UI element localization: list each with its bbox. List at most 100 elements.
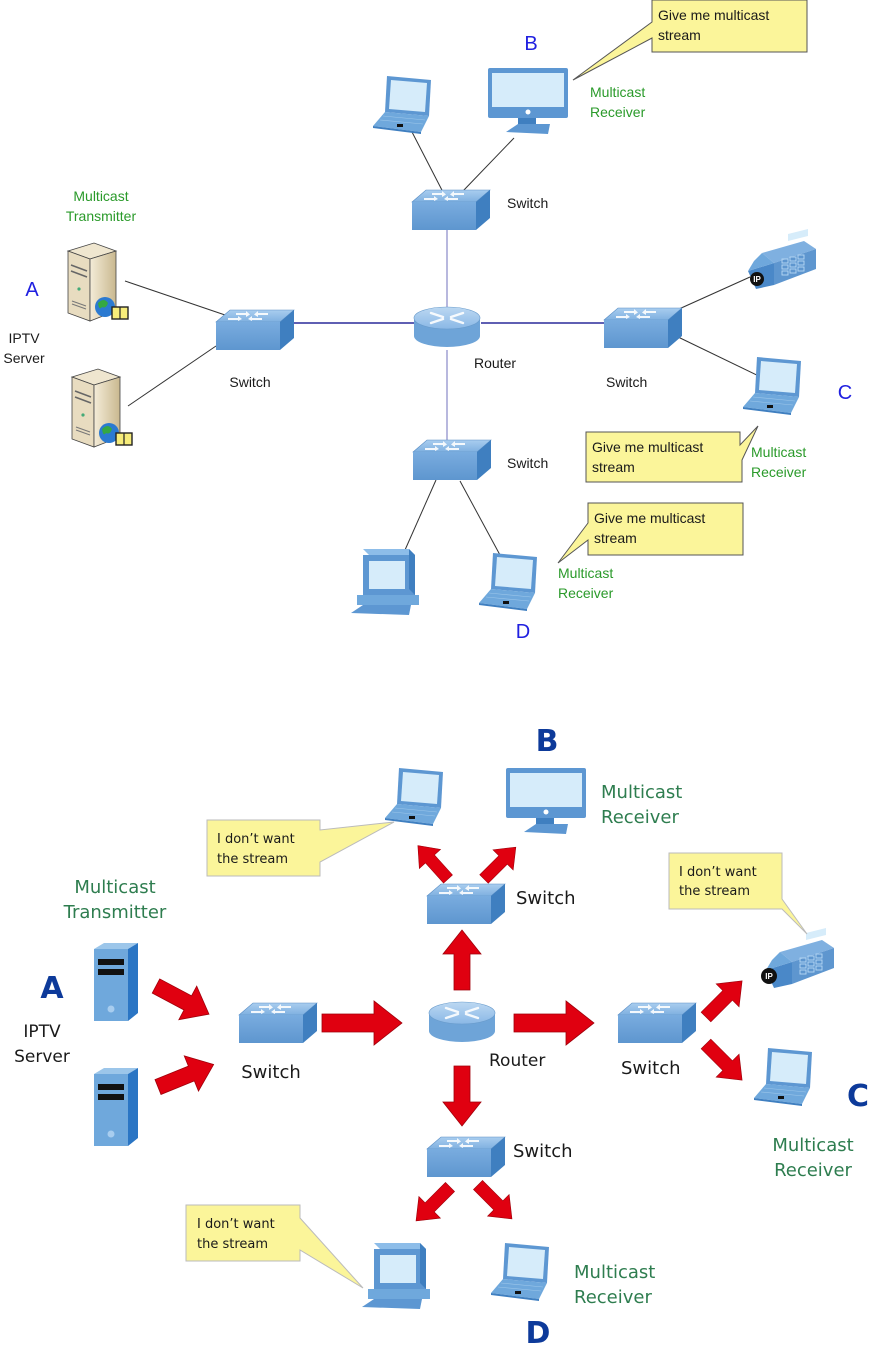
link-switch-right-laptop-c [675, 335, 764, 379]
laptop-icon-d [478, 552, 538, 612]
switch-bottom-label-b: Switch [513, 1141, 573, 1162]
imac-icon-b2 [506, 768, 586, 834]
arrow-router-switch-right [513, 1000, 595, 1046]
server-label-line2-b: Server [14, 1047, 70, 1067]
switch-left-label-b: Switch [241, 1062, 301, 1083]
blue-server-icon-1 [94, 943, 138, 1021]
callout-b: Give me multicast stream [572, 0, 808, 81]
receiver-b-label-line2: Receiver [590, 104, 646, 120]
laptop-icon-top [372, 75, 432, 135]
imac-icon-b [488, 68, 568, 134]
callout-laptop-top: I don’t want the stream [206, 819, 395, 877]
callout-b-line1: Give me multicast [658, 7, 769, 23]
laptop-icon-c-b [753, 1047, 813, 1107]
server-label-line2: Server [3, 350, 45, 366]
node-letter-b: B [524, 33, 537, 55]
arrow-server2-switch [150, 1046, 222, 1106]
link-switch-bottom-laptop-d [459, 480, 501, 556]
switch-icon-left [215, 309, 295, 351]
receiver-c-label-line1: Multicast [751, 444, 806, 460]
switch-icon-right-b [617, 1002, 697, 1044]
switch-bottom-label: Switch [507, 455, 548, 471]
receiver-d-label-line1-b: Multicast [574, 1262, 655, 1283]
router-icon-b [427, 1000, 497, 1044]
callout-phone-line1: I don’t want [679, 865, 757, 880]
laptop-icon-d-b [490, 1242, 550, 1302]
receiver-b-label-line1: Multicast [590, 84, 645, 100]
arrow-switch-laptop-d [466, 1173, 524, 1231]
server-icon-2 [71, 368, 133, 448]
router-icon [412, 305, 482, 349]
switch-icon-bottom [412, 439, 492, 481]
router-label: Router [474, 355, 516, 371]
link-laptop-switch-top [411, 131, 446, 197]
transmitter-label-line2-b: Transmitter [63, 902, 167, 923]
node-letter-a-b: A [40, 971, 64, 1006]
arrow-switch-laptop-c [694, 1032, 754, 1092]
callout-desktop-line2: the stream [197, 1237, 268, 1252]
router-label-b: Router [489, 1051, 545, 1071]
server-label-line1-b: IPTV [23, 1022, 61, 1042]
receiver-c-label-line2-b: Receiver [774, 1160, 852, 1181]
callout-phone-line2: the stream [679, 884, 750, 899]
switch-top-label: Switch [507, 195, 548, 211]
receiver-d-label-line2: Receiver [558, 585, 614, 601]
switch-left-label: Switch [229, 374, 270, 390]
diagram-bottom: IP I don’t want the stream I don’t want [14, 724, 869, 1351]
transmitter-label-line2: Transmitter [66, 208, 137, 224]
server-icon-1 [67, 242, 129, 322]
callout-b-line2: stream [658, 27, 701, 43]
switch-top-label-b: Switch [516, 888, 576, 909]
diagram-top: IP Give me multicast stream Give me mult… [3, 0, 852, 643]
node-letter-c-b: C [847, 1079, 869, 1114]
arrow-router-switch-bottom [442, 1065, 482, 1127]
link-server2-switch [127, 345, 217, 407]
callout-d-line2: stream [594, 530, 637, 546]
transmitter-label-line1-b: Multicast [74, 877, 155, 898]
receiver-d-label-line2-b: Receiver [574, 1287, 652, 1308]
receiver-c-label-line2: Receiver [751, 464, 807, 480]
callout-d: Give me multicast stream [557, 502, 744, 564]
node-letter-b-b: B [536, 724, 559, 759]
callout-laptop-line1: I don’t want [217, 832, 295, 847]
receiver-b-label-line1-b: Multicast [601, 782, 682, 803]
blue-server-icon-2 [94, 1068, 138, 1146]
ip-badge-top: IP [750, 272, 764, 286]
callout-c: Give me multicast stream [585, 425, 759, 483]
callout-phone: I don’t want the stream [668, 852, 808, 935]
receiver-b-label-line2-b: Receiver [601, 807, 679, 828]
switch-icon-left-b [238, 1002, 318, 1044]
laptop-icon-c [742, 356, 802, 416]
ip-badge-bottom: IP [761, 968, 777, 984]
callout-d-line1: Give me multicast [594, 510, 705, 526]
server-label-line1: IPTV [8, 330, 40, 346]
links-top [124, 131, 764, 556]
switch-right-label-b: Switch [621, 1058, 681, 1079]
ip-badge-text: IP [753, 275, 761, 284]
arrow-switch-router [321, 1000, 403, 1046]
ip-badge-text-b: IP [765, 972, 773, 981]
arrow-switch-laptop-top [406, 835, 459, 889]
arrow-switch-pc [404, 1175, 462, 1233]
link-server1-switch [124, 280, 229, 317]
switch-icon-top-b [426, 883, 506, 925]
link-imac-switch-top [462, 137, 515, 192]
transmitter-label-line1: Multicast [73, 188, 128, 204]
callout-laptop-line2: the stream [217, 852, 288, 867]
receiver-c-label-line1-b: Multicast [772, 1135, 853, 1156]
switch-right-label: Switch [606, 374, 647, 390]
callout-desktop-line1: I don’t want [197, 1217, 275, 1232]
switch-icon-bottom-b [426, 1136, 506, 1178]
arrow-server1-switch [146, 968, 219, 1032]
callout-desktop: I don’t want the stream [185, 1204, 364, 1289]
callout-c-line1: Give me multicast [592, 439, 703, 455]
node-letter-d: D [516, 621, 530, 643]
link-switch-right-phone [678, 276, 751, 310]
arrow-switch-imac [473, 836, 527, 890]
laptop-icon-top-b [384, 767, 444, 827]
callout-c-line2: stream [592, 459, 635, 475]
node-letter-d-b: D [526, 1316, 551, 1351]
node-letter-c: C [838, 382, 852, 404]
receiver-d-label-line1: Multicast [558, 565, 613, 581]
